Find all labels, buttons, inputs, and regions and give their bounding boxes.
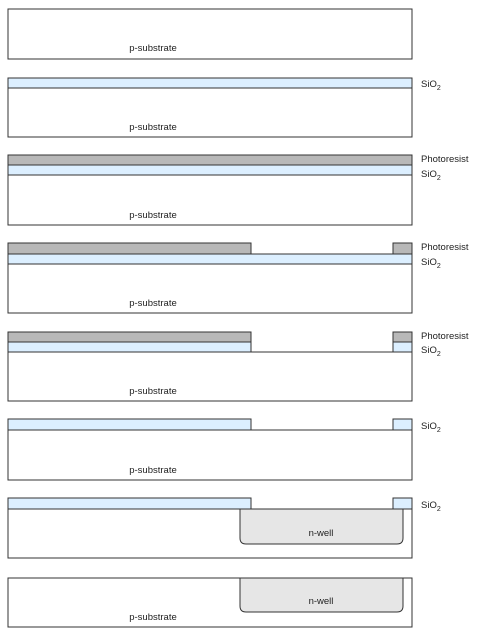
substrate-label: p-substrate <box>129 465 177 476</box>
oxide-layer <box>7 77 413 89</box>
substrate-label: p-substrate <box>129 210 177 221</box>
photoresist-layer <box>7 154 413 166</box>
oxide-label: SiO2 <box>421 500 441 513</box>
substrate-block <box>7 8 413 60</box>
step-8-oxide-strip: n-well p-substrate <box>7 577 413 628</box>
photoresist-left <box>7 242 252 255</box>
step-1-substrate: p-substrate <box>7 8 413 60</box>
photoresist-label: Photoresist <box>421 154 469 165</box>
substrate-label: p-substrate <box>129 386 177 397</box>
step-3-photoresist-coat: p-substrate Photoresist SiO2 <box>7 154 469 226</box>
nwell-region <box>239 577 404 613</box>
nwell-label: n-well <box>309 596 334 607</box>
oxide-label: SiO2 <box>421 79 441 92</box>
photoresist-left <box>7 331 252 343</box>
photoresist-label: Photoresist <box>421 331 469 342</box>
substrate-block <box>7 263 413 314</box>
substrate-block <box>7 87 413 138</box>
oxide-layer <box>7 253 413 265</box>
oxide-right <box>392 497 413 510</box>
step-5-oxide-etch: p-substrate Photoresist SiO2 <box>7 331 469 402</box>
nwell-label: n-well <box>309 528 334 539</box>
oxide-label: SiO2 <box>421 421 441 434</box>
oxide-label: SiO2 <box>421 257 441 270</box>
substrate-block <box>7 429 413 481</box>
photoresist-label: Photoresist <box>421 242 469 253</box>
substrate-block <box>7 351 413 402</box>
oxide-label: SiO2 <box>421 345 441 358</box>
photoresist-right <box>392 242 413 255</box>
step-6-photoresist-strip: p-substrate SiO2 <box>7 418 441 481</box>
substrate-label: p-substrate <box>129 122 177 133</box>
substrate-label: p-substrate <box>129 612 177 623</box>
step-2-oxidation: p-substrate SiO2 <box>7 77 441 138</box>
oxide-left <box>7 497 252 510</box>
oxide-layer <box>7 164 413 176</box>
step-4-photoresist-pattern: p-substrate Photoresist SiO2 <box>7 242 469 314</box>
nwell-region <box>239 508 404 545</box>
step-7-nwell-diffusion: n-well SiO2 <box>7 497 441 559</box>
oxide-left <box>7 341 252 353</box>
photoresist-right <box>392 331 413 343</box>
oxide-label: SiO2 <box>421 169 441 182</box>
oxide-right <box>392 341 413 353</box>
substrate-block <box>7 174 413 226</box>
oxide-left <box>7 418 252 431</box>
substrate-label: p-substrate <box>129 43 177 54</box>
substrate-label: p-substrate <box>129 298 177 309</box>
oxide-right <box>392 418 413 431</box>
